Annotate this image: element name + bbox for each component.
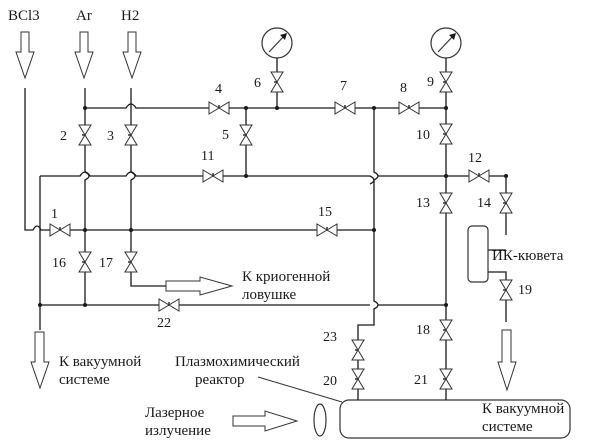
valve-23[interactable] [351,339,365,361]
plasma-reactor [339,399,571,439]
valve-label-18: 18 [416,323,430,338]
inlet-arrow-bcl3 [15,31,35,80]
vacuum-right-label-2: системе [482,419,533,435]
vacuum-arrow-right [497,329,517,392]
valve-label-5: 5 [222,128,229,143]
valve-6[interactable] [270,71,284,93]
reactor-label-1: Плазмохимический [175,354,300,370]
ir-cell [467,225,489,283]
bcl3-line [24,88,52,231]
valve-17[interactable] [124,251,138,273]
cryo-trap-label-1: К криогенной [242,269,330,285]
valve-7[interactable] [334,101,356,115]
valve-label-3: 3 [107,129,114,144]
valve-label-16: 16 [52,256,66,271]
line-11 [40,171,507,235]
reactor-inlets [357,390,447,400]
valve-5[interactable] [239,124,253,146]
valve-19[interactable] [499,279,513,301]
valve-label-4: 4 [215,82,222,97]
valve-label-6: 6 [254,76,261,91]
junction-dots [38,106,508,307]
ir-cell-lines [486,249,507,322]
laser-label-2: излучение [145,423,211,439]
gas-label-bcl3: BCl3 [8,8,40,24]
top-line [85,103,446,109]
vacuum-arrow-left [30,331,50,390]
laser-label-1: Лазерное [145,405,205,421]
gas-label-ar: Ar [76,8,92,24]
valve-label-15: 15 [318,205,332,220]
valve-14[interactable] [499,192,513,214]
valve-label-10: 10 [416,128,430,143]
valve-label-13: 13 [416,196,430,211]
valve-8[interactable] [398,101,420,115]
valve-label-8: 8 [400,81,407,96]
vacuum-right-label-1: К вакуумной [482,401,564,417]
valve-16[interactable] [78,251,92,273]
valve-label-1: 1 [51,207,58,222]
cryo-trap-label-2: ловушке [242,287,297,303]
valve-22[interactable] [158,298,180,312]
valve-label-23: 23 [323,330,337,345]
valve-label-2: 2 [60,129,67,144]
reactor-label-2: реактор [195,372,244,388]
valve-9[interactable] [439,71,453,93]
valve-1[interactable] [49,223,71,237]
reactor-pointer [257,376,343,403]
valve-4[interactable] [208,101,230,115]
valve-label-22: 22 [157,316,171,331]
laser-window-icon [313,403,327,437]
valve-21[interactable] [439,368,453,390]
valve-10[interactable] [439,123,453,145]
valve-11[interactable] [202,169,224,183]
h2-line [130,88,166,287]
valve-label-20: 20 [323,374,337,389]
cryo-trap-arrow [165,276,234,296]
valve-2[interactable] [78,124,92,146]
inlet-arrow-ar [74,31,94,80]
valve-13[interactable] [439,192,453,214]
valve-label-12: 12 [468,151,482,166]
valve-label-17: 17 [99,256,113,271]
valve-12[interactable] [468,169,490,183]
laser-arrow [232,410,299,432]
valve-label-11: 11 [201,149,214,164]
valve-label-7: 7 [340,79,347,94]
pressure-gauge-2 [430,27,462,59]
ir-cell-label: ИК-кювета [492,248,564,264]
inlet-arrow-h2 [122,31,142,80]
vacuum-left-label-2: системе [59,372,110,388]
valve-18[interactable] [439,319,453,341]
valve-label-19: 19 [518,283,532,298]
valve-3[interactable] [124,124,138,146]
pressure-gauge-1 [261,27,293,59]
valve-15[interactable] [316,223,338,237]
valve-label-9: 9 [427,75,434,90]
valve-label-21: 21 [414,373,428,388]
valve-20[interactable] [351,368,365,390]
valve-label-14: 14 [477,196,491,211]
middle-vertical-line [357,108,379,390]
gas-label-h2: H2 [121,8,139,24]
vacuum-left-label-1: К вакуумной [59,354,141,370]
